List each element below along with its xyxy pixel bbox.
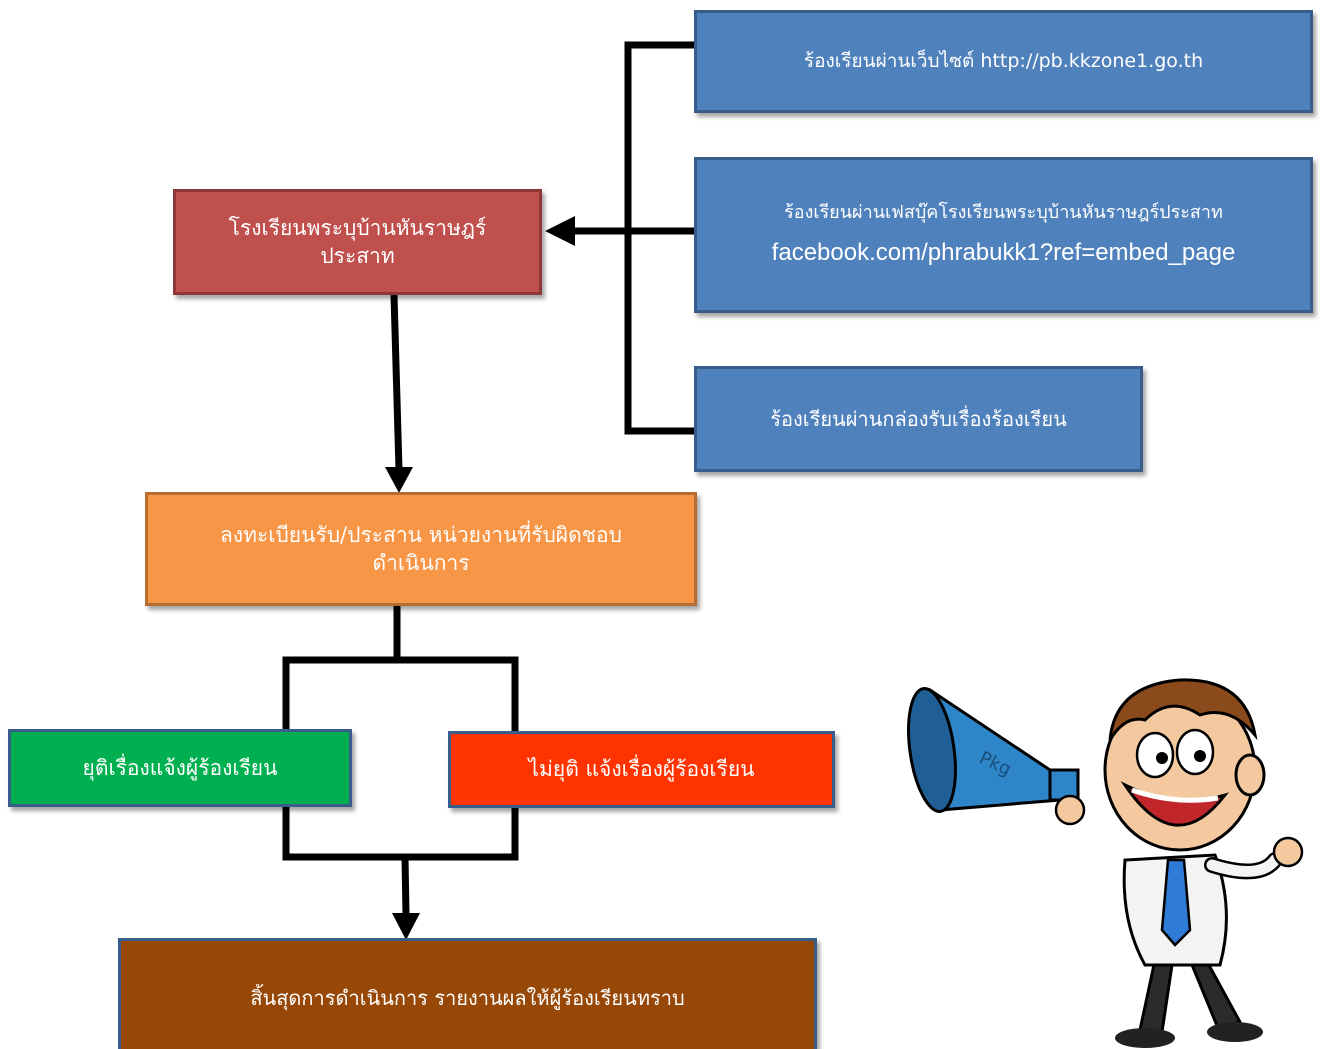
- channel-mailbox-box: ร้องเรียนผ่านกล่องรับเรื่องร้องเรียน: [694, 366, 1143, 472]
- register-label-line1: ลงทะเบียนรับ/ประสาน หน่วยงานที่รับผิดชอบ: [220, 522, 622, 547]
- mascot-megaphone-illustration: Pkg: [907, 678, 1304, 1048]
- arrowhead-to-end: [392, 913, 420, 940]
- unresolved-label: ไม่ยุติ แจ้งเรื่องผู้ร้องเรียน: [528, 757, 755, 782]
- channel-website-label: ร้องเรียนผ่านเว็บไซต์ http://pb.kkzone1.…: [803, 49, 1204, 72]
- end-box: สิ้นสุดการดำเนินการ รายงานผลให้ผู้ร้องเร…: [118, 938, 817, 1049]
- arrow-merge-to-end: [401, 856, 410, 916]
- school-label-line2: ประสาท: [320, 244, 395, 268]
- channel-facebook-label: ร้องเรียนผ่านเฟสบุ๊คโรงเรียนพระบุบ้านหัน…: [784, 201, 1223, 223]
- register-label-line2: ดำเนินการ: [372, 551, 470, 575]
- channel-website-box: ร้องเรียนผ่านเว็บไซต์ http://pb.kkzone1.…: [694, 10, 1313, 113]
- arrowhead-to-school: [545, 216, 575, 246]
- channel-mailbox-label: ร้องเรียนผ่านกล่องรับเรื่องร้องเรียน: [770, 406, 1067, 431]
- arrowhead-to-register: [385, 467, 413, 493]
- school-box: โรงเรียนพระบุบ้านหันราษฎร์ ประสาท: [173, 189, 542, 295]
- resolved-label: ยุติเรื่องแจ้งผู้ร้องเรียน: [82, 755, 278, 780]
- channel-facebook-url: facebook.com/phrabukk1?ref=embed_page: [771, 238, 1236, 266]
- register-box: ลงทะเบียนรับ/ประสาน หน่วยงานที่รับผิดชอบ…: [145, 492, 697, 606]
- arrow-school-to-register: [390, 294, 403, 471]
- unresolved-box: ไม่ยุติ แจ้งเรื่องผู้ร้องเรียน: [448, 731, 835, 808]
- end-label: สิ้นสุดการดำเนินการ รายงานผลให้ผู้ร้องเร…: [250, 985, 685, 1010]
- split-bracket: [282, 656, 519, 731]
- megaphone-icon: Pkg: [907, 687, 1080, 813]
- school-label-line1: โรงเรียนพระบุบ้านหันราษฎร์: [228, 215, 487, 240]
- merge-bracket: [282, 807, 519, 861]
- channels-bracket: [624, 41, 694, 435]
- channel-facebook-box: ร้องเรียนผ่านเฟสบุ๊คโรงเรียนพระบุบ้านหัน…: [694, 157, 1313, 313]
- resolved-box: ยุติเรื่องแจ้งผู้ร้องเรียน: [8, 729, 352, 807]
